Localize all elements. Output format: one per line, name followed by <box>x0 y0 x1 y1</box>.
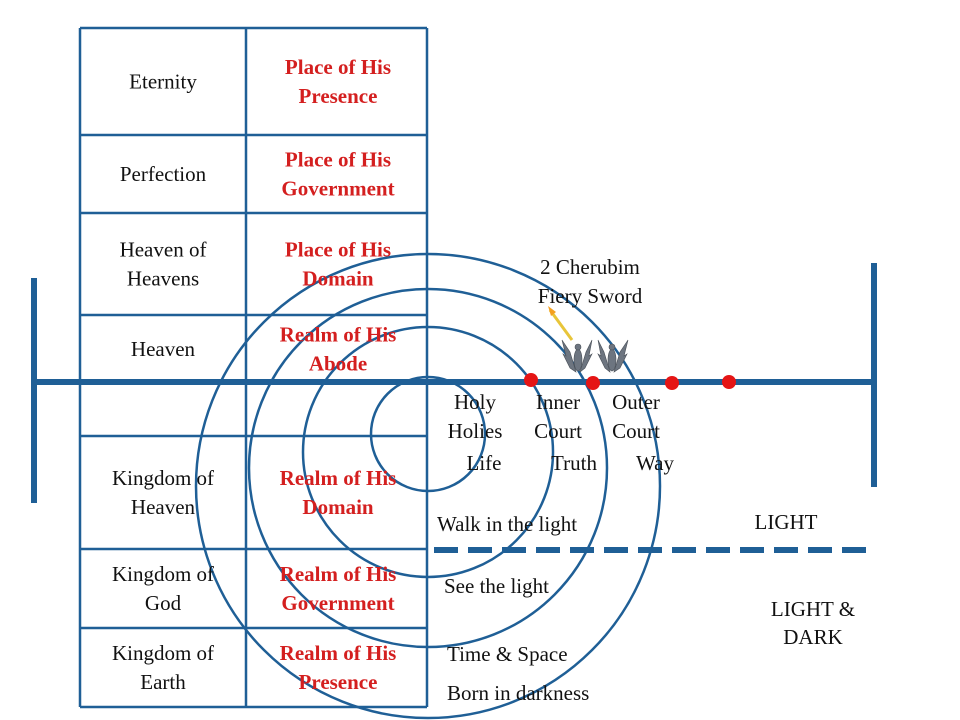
table-cell-left: Kingdom of <box>112 466 214 490</box>
table-cell-right: Domain <box>302 267 373 291</box>
walk-in-light-label: Walk in the light <box>437 512 577 536</box>
way-label: Way <box>636 451 674 475</box>
cherubim-label: 2 Cherubim <box>540 255 640 279</box>
table-cell-right: Government <box>281 591 394 615</box>
born-darkness-label: Born in darkness <box>447 681 589 705</box>
table-cell-left: Earth <box>140 670 186 694</box>
light-dark-zone-label-1: LIGHT & <box>771 597 855 621</box>
table-cell-right: Place of His <box>285 55 391 79</box>
table-cell-right: Place of His <box>285 148 391 172</box>
fiery-sword-label: Fiery Sword <box>538 284 643 308</box>
realm-table <box>78 26 429 709</box>
life-label: Life <box>467 451 502 475</box>
table-cell-left: Kingdom of <box>112 641 214 665</box>
table-cell-left: Heaven of <box>120 238 207 262</box>
table-cell-right: Place of His <box>285 238 391 262</box>
fiery-sword-icon <box>548 306 574 341</box>
holy-holies-label-1: Holy <box>454 390 497 414</box>
table-cell-right: Realm of His <box>280 641 397 665</box>
inner-court-label-2: Court <box>534 419 582 443</box>
table-cell-left: Perfection <box>120 162 207 186</box>
see-light-label: See the light <box>444 574 549 598</box>
marker-inner-court <box>586 376 600 390</box>
marker-outer-ring <box>722 375 736 389</box>
cherub-left-icon <box>561 339 593 373</box>
table-cell-right: Presence <box>299 670 378 694</box>
inner-court-label-1: Inner <box>536 390 580 414</box>
table-cell-right: Abode <box>309 352 367 376</box>
table-cell-right: Government <box>281 177 394 201</box>
table-cell-right: Realm of His <box>280 466 397 490</box>
table-cell-left: Heavens <box>127 267 199 291</box>
table-cell-right: Realm of His <box>280 323 397 347</box>
axis-markers <box>524 373 736 390</box>
truth-label: Truth <box>551 451 597 475</box>
table-cell-left: Heaven <box>131 495 196 519</box>
outer-court-label-2: Court <box>612 419 660 443</box>
light-zone-label: LIGHT <box>755 510 818 534</box>
marker-holy-holies <box>524 373 538 387</box>
marker-outer-court <box>665 376 679 390</box>
holy-holies-label-2: Holies <box>448 419 503 443</box>
table-cell-right: Domain <box>302 495 373 519</box>
light-dark-zone-label-2: DARK <box>783 625 843 649</box>
cherub-right-icon <box>597 339 629 373</box>
outer-court-label-1: Outer <box>612 390 660 414</box>
table-cell-right: Presence <box>299 84 378 108</box>
table-cell-left: Kingdom of <box>112 562 214 586</box>
table-cell-right: Realm of His <box>280 562 397 586</box>
table-cell-left: Eternity <box>129 70 197 94</box>
table-cell-left: God <box>145 591 182 615</box>
table-cell-left: Heaven <box>131 337 196 361</box>
time-space-label: Time & Space <box>447 642 568 666</box>
